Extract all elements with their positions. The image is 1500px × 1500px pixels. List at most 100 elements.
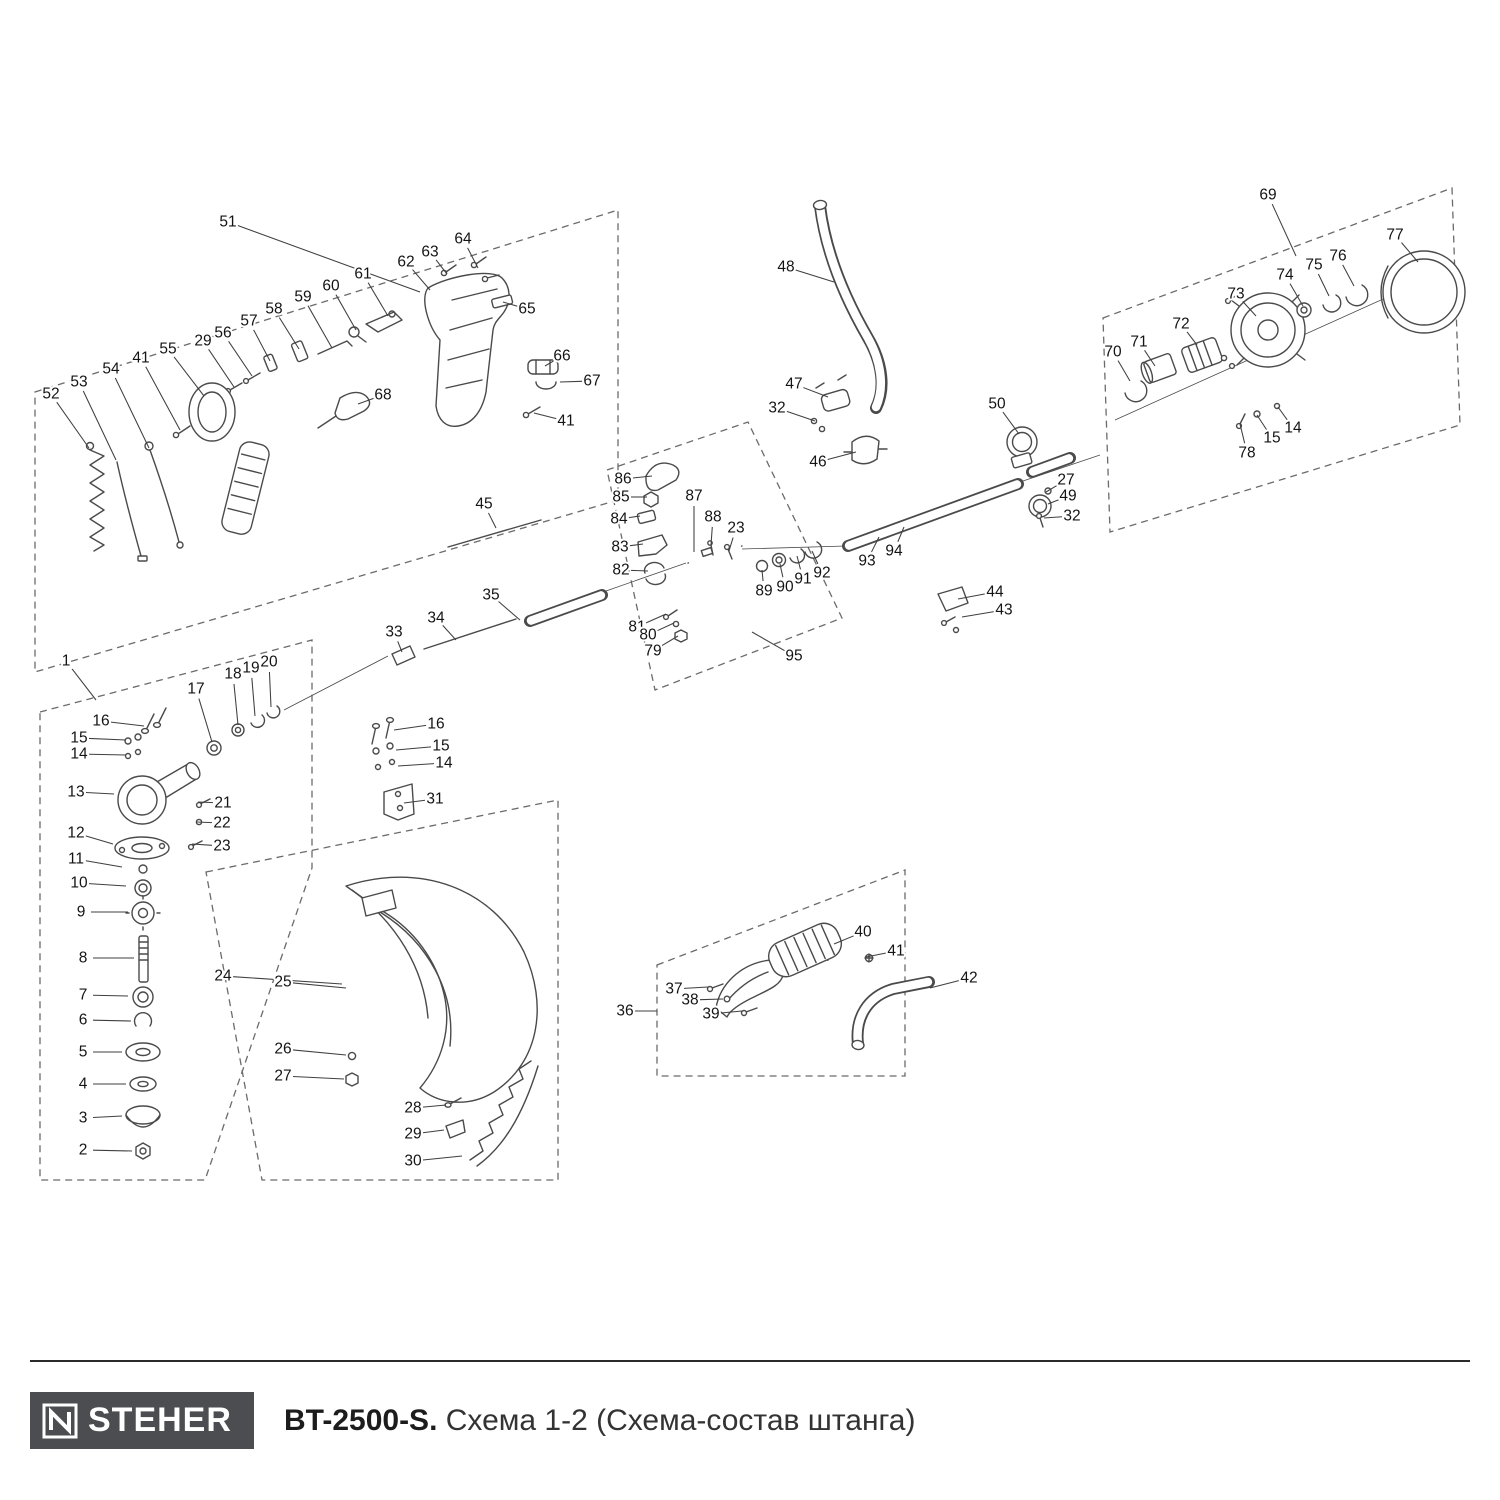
- part-label-2: 2: [79, 1142, 88, 1159]
- part-label-41: 41: [887, 943, 904, 960]
- part-label-82: 82: [612, 562, 629, 579]
- part-label-51: 51: [219, 214, 236, 231]
- part-label-79: 79: [644, 643, 661, 660]
- leader-line-69: [1271, 203, 1297, 257]
- leader-line-24: [232, 976, 343, 985]
- part-label-59: 59: [294, 289, 311, 306]
- leader-line-65: [502, 301, 518, 307]
- part-label-4: 4: [79, 1076, 88, 1093]
- part-label-14: 14: [70, 746, 88, 763]
- leader-line-56: [228, 340, 253, 377]
- part-label-19: 19: [242, 660, 259, 677]
- part-label-15: 15: [1263, 430, 1280, 447]
- part-label-17: 17: [187, 681, 204, 698]
- footer: STEHER BT-2500-S. Схема 1-2 (Схема-соста…: [30, 1392, 915, 1449]
- leader-line-76: [1342, 264, 1355, 287]
- leader-line-27: [1045, 484, 1058, 493]
- part-label-90: 90: [776, 579, 794, 596]
- part-label-22: 22: [213, 815, 230, 832]
- clutch-housing-parts: [1124, 250, 1466, 430]
- leader-line-54: [114, 377, 150, 449]
- part-label-41: 41: [132, 350, 149, 367]
- assembly-box-throttle: [34, 209, 619, 673]
- leader-line-51: [237, 224, 421, 293]
- part-label-23: 23: [213, 838, 230, 855]
- leader-line-55: [173, 356, 205, 397]
- leader-line-35: [498, 601, 521, 621]
- leader-line-15: [88, 737, 127, 741]
- leader-line-91: [796, 555, 801, 570]
- leader-line-14: [397, 763, 435, 767]
- leader-line-61: [367, 282, 389, 317]
- part-label-43: 43: [995, 602, 1012, 619]
- leader-line-66: [544, 360, 554, 367]
- part-label-29: 29: [404, 1126, 421, 1143]
- leader-line-59: [307, 305, 333, 349]
- part-label-68: 68: [374, 387, 391, 404]
- leader-line-16: [110, 721, 145, 727]
- part-label-15: 15: [70, 730, 87, 747]
- diagram-title: BT-2500-S. Схема 1-2 (Схема-состав штанг…: [284, 1404, 915, 1438]
- part-label-16: 16: [92, 713, 109, 730]
- parts-diagram: 5163646261605958575629554154535265666768…: [34, 185, 1466, 1181]
- part-label-70: 70: [1104, 344, 1122, 361]
- part-label-34: 34: [427, 610, 445, 627]
- leader-line-23: [191, 843, 213, 846]
- guard-parts: [345, 876, 539, 1167]
- leader-line-70: [1117, 360, 1131, 382]
- leader-line-2: [92, 1149, 133, 1152]
- part-label-94: 94: [885, 543, 903, 560]
- part-label-65: 65: [518, 301, 535, 318]
- part-label-60: 60: [322, 278, 340, 295]
- leader-line-40: [833, 935, 854, 945]
- part-label-49: 49: [1059, 488, 1076, 505]
- part-label-61: 61: [354, 266, 371, 283]
- part-label-42: 42: [960, 970, 977, 987]
- leader-line-27: [292, 1075, 345, 1080]
- leader-line-75: [1317, 273, 1330, 297]
- leader-line-60: [335, 294, 357, 331]
- leader-line-26: [292, 1049, 347, 1056]
- leader-line-79: [661, 635, 679, 647]
- leader-line-28: [422, 1104, 447, 1108]
- part-label-63: 63: [421, 244, 438, 261]
- part-label-53: 53: [70, 374, 87, 391]
- leader-line-10: [88, 883, 127, 887]
- leader-line-92: [811, 550, 819, 565]
- leader-line-15: [1256, 414, 1267, 430]
- leader-line-62: [412, 269, 431, 291]
- part-label-3: 3: [79, 1110, 88, 1127]
- clutch-link-parts: [636, 462, 823, 643]
- part-label-64: 64: [454, 231, 472, 248]
- leader-line-82: [630, 569, 649, 572]
- part-label-80: 80: [639, 627, 657, 644]
- leader-line-20: [268, 671, 272, 708]
- leader-line-50: [1002, 411, 1020, 435]
- leader-line-31: [403, 799, 426, 804]
- assembly-box-gearbox: [39, 639, 313, 1181]
- leader-line-37: [683, 986, 709, 989]
- part-label-5: 5: [79, 1044, 88, 1061]
- part-label-37: 37: [665, 981, 682, 998]
- leader-line-41: [865, 952, 887, 958]
- leader-line-46: [827, 451, 857, 460]
- leader-line-23: [728, 537, 734, 552]
- part-label-10: 10: [70, 875, 88, 892]
- part-label-62: 62: [397, 254, 414, 271]
- part-label-33: 33: [385, 624, 402, 641]
- leader-line-30: [422, 1155, 463, 1161]
- part-label-50: 50: [988, 396, 1006, 413]
- leader-line-63: [435, 259, 448, 275]
- leader-line-57: [253, 329, 271, 362]
- part-label-32: 32: [768, 400, 785, 417]
- footer-divider: [30, 1360, 1470, 1362]
- leader-line-52: [56, 401, 90, 449]
- leader-line-19: [251, 677, 256, 717]
- part-label-1: 1: [62, 653, 71, 670]
- leader-line-14: [1277, 406, 1288, 421]
- part-label-93: 93: [858, 553, 875, 570]
- leader-line-49: [1047, 499, 1059, 505]
- model-number: BT-2500-S.: [284, 1403, 438, 1437]
- leader-line-88: [710, 526, 713, 546]
